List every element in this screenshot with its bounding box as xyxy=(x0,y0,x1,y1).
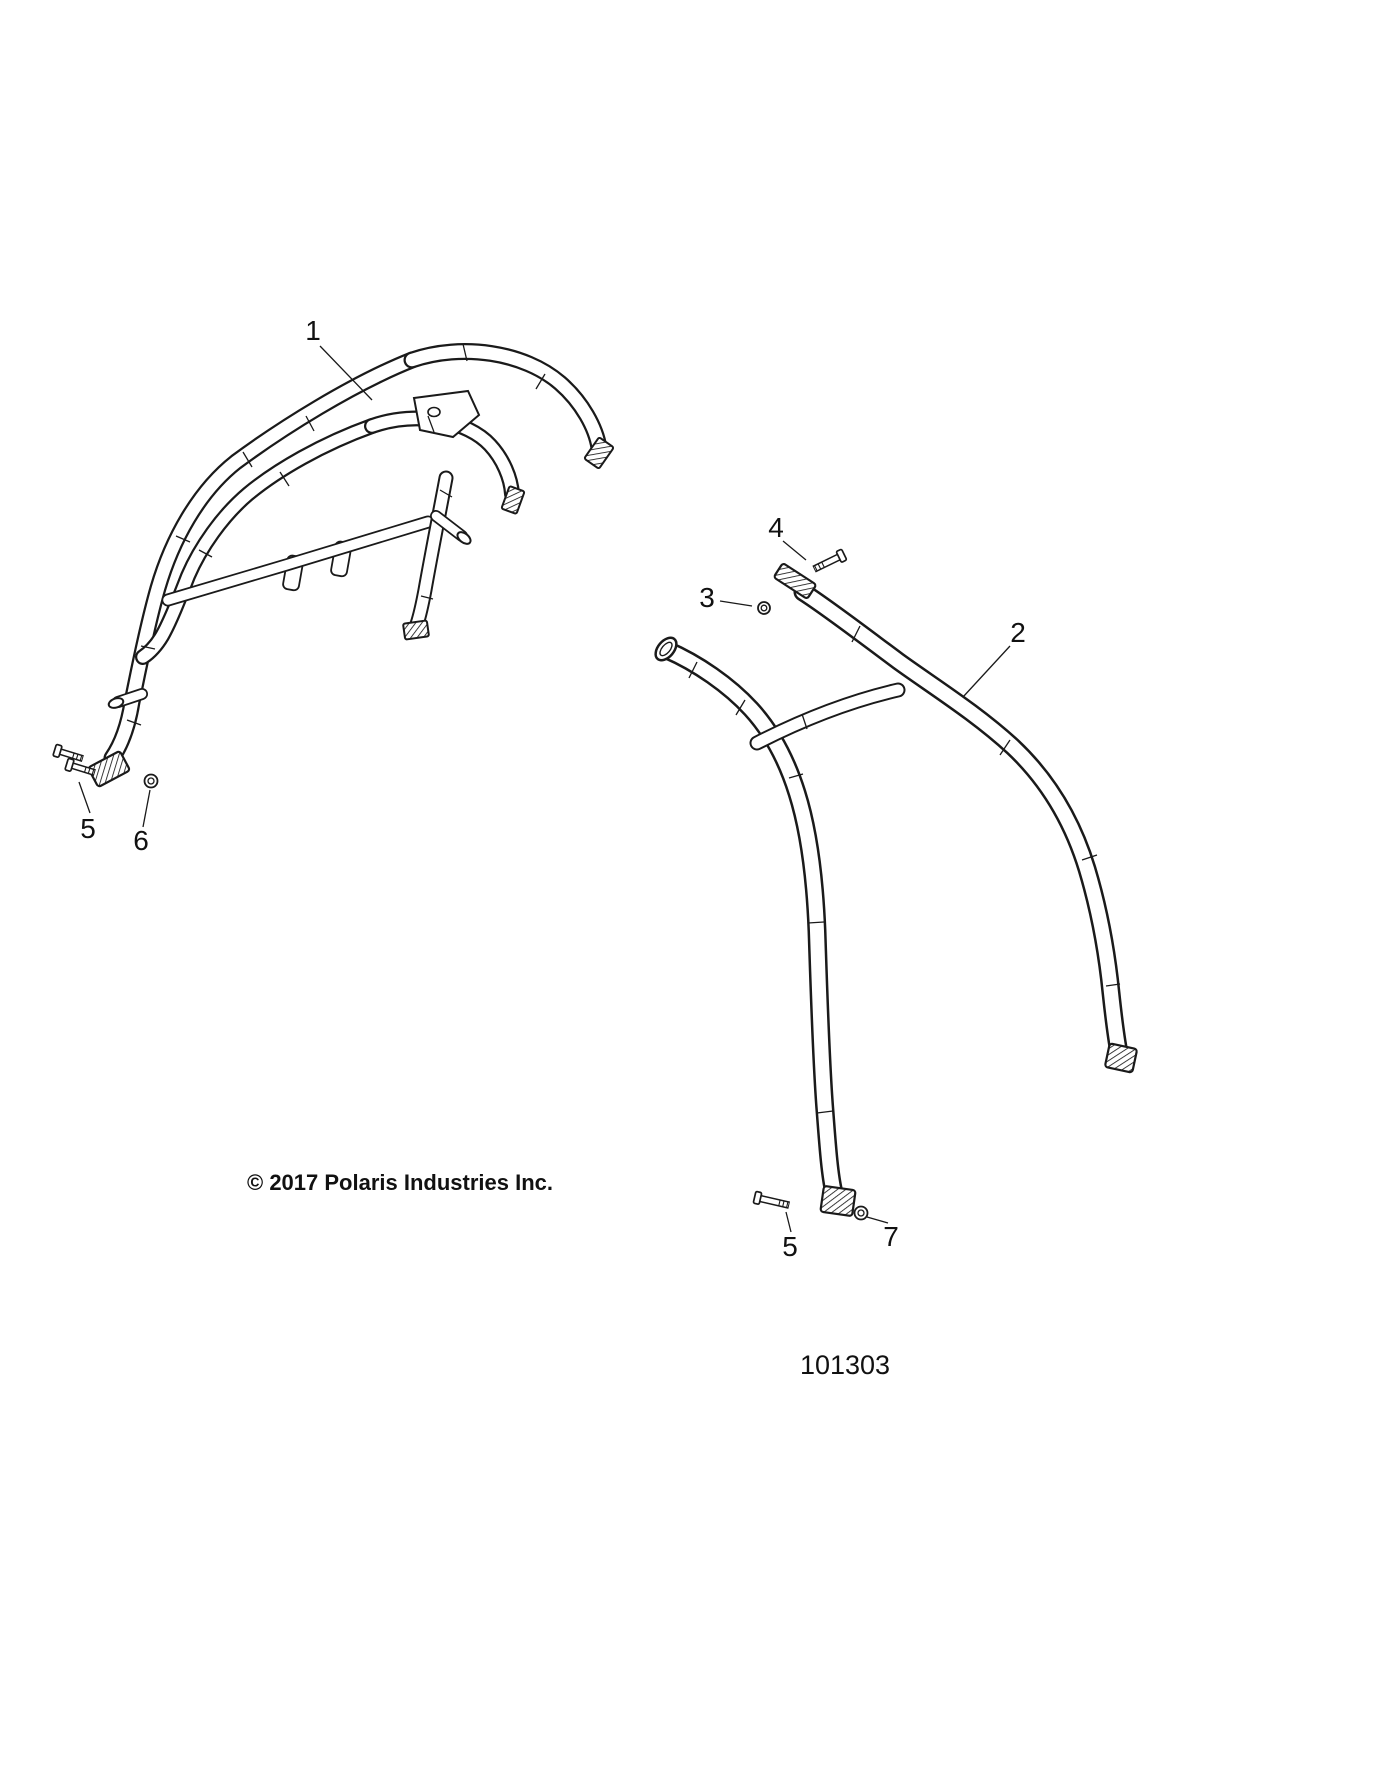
callout-3: 3 xyxy=(699,582,715,613)
mounting-screw xyxy=(64,757,96,776)
copyright-text: © 2017 Polaris Industries Inc. xyxy=(247,1170,553,1195)
frame-foot-mount xyxy=(1104,1042,1138,1074)
diagram-part-number: 101303 xyxy=(800,1350,890,1380)
callout-5-bottom: 5 xyxy=(782,1231,798,1262)
cab-frame-rear-assembly xyxy=(654,563,1138,1217)
callout-6: 6 xyxy=(133,825,149,856)
mounting-bolt xyxy=(812,548,848,573)
frame-foot-mount xyxy=(87,750,131,788)
frame-foot-mount xyxy=(819,1185,857,1217)
callout-4: 4 xyxy=(768,512,784,543)
rear-frame-left-tube xyxy=(657,640,844,1203)
tube-bend-marks xyxy=(126,343,546,726)
mounting-bolt xyxy=(752,1190,791,1209)
callout-7-leader xyxy=(866,1216,889,1224)
callout-5-bottom-leader xyxy=(785,1211,792,1233)
tube-end-cap xyxy=(583,436,615,470)
flange-nut xyxy=(757,601,771,615)
callout-5-left-leader xyxy=(78,781,91,814)
mounting-bracket xyxy=(412,389,481,439)
callout-7: 7 xyxy=(883,1221,899,1252)
cab-frame-front-assembly xyxy=(87,343,615,788)
callout-2: 2 xyxy=(1010,617,1026,648)
flange-nut xyxy=(853,1205,869,1221)
callout-3-leader xyxy=(719,600,753,607)
flange-nut xyxy=(143,773,159,789)
mounting-screw xyxy=(52,743,84,762)
callout-5-left: 5 xyxy=(80,813,96,844)
callout-4-leader xyxy=(782,540,807,561)
callout-1-leader xyxy=(319,345,373,401)
leg-stub-fitting xyxy=(107,688,148,709)
tube-end-cap xyxy=(500,485,526,515)
callout-6-leader xyxy=(142,789,151,828)
callout-2-leader xyxy=(962,645,1011,698)
callouts: 1 2 3 4 5 6 5 7 xyxy=(78,315,1026,1262)
callout-1: 1 xyxy=(305,315,321,346)
tube-bend-marks xyxy=(688,625,1121,1114)
middle-stub-fitting xyxy=(430,510,472,545)
upper-mount-plate xyxy=(773,563,817,599)
open-tube-end xyxy=(654,636,678,662)
tube-end-cap xyxy=(402,619,430,641)
